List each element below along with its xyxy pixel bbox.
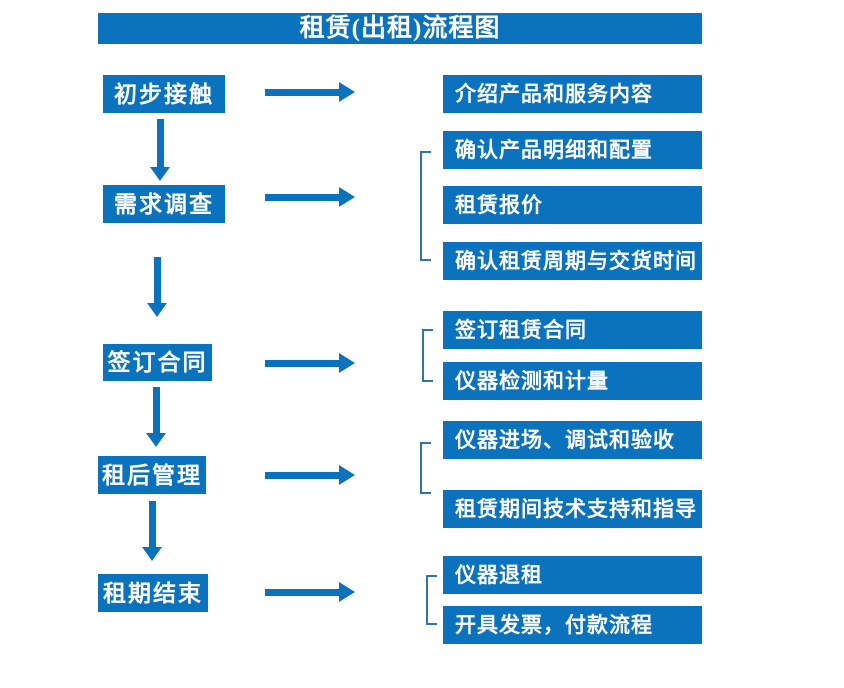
step-box-rental-end: 租期结束 [98, 574, 208, 612]
arrow-shaft [154, 257, 161, 304]
detail-box-invoice-payment: 开具发票，付款流程 [443, 606, 702, 644]
step-box-initial-contact: 初步接触 [103, 75, 225, 113]
detail-box-confirm-product-details: 确认产品明细和配置 [443, 131, 702, 169]
bracket-post-rental-group [420, 442, 431, 494]
arrow-shaft [153, 387, 160, 434]
detail-box-technical-support: 租赁期间技术支持和指导 [443, 490, 702, 528]
down-arrow-2 [147, 257, 167, 317]
right-arrow-5 [265, 582, 355, 602]
step-box-post-rental-management: 租后管理 [98, 456, 206, 494]
arrow-head-icon [150, 167, 170, 181]
right-arrow-3 [265, 353, 355, 373]
down-arrow-4 [142, 501, 162, 561]
bracket-demand-survey-group [420, 151, 431, 261]
detail-box-confirm-period-delivery: 确认租赁周期与交货时间 [443, 242, 702, 280]
arrow-head-icon [339, 82, 355, 102]
arrow-head-icon [339, 353, 355, 373]
detail-box-sign-rental-contract: 签订租赁合同 [443, 311, 702, 349]
detail-box-rental-quotation: 租赁报价 [443, 186, 702, 224]
arrow-shaft [265, 194, 341, 201]
arrow-head-icon [339, 582, 355, 602]
down-arrow-1 [150, 119, 170, 181]
bracket-rental-end-group [426, 575, 437, 625]
arrow-shaft [149, 501, 156, 548]
right-arrow-1 [265, 82, 355, 102]
arrow-shaft [157, 119, 164, 168]
arrow-shaft [265, 589, 341, 596]
step-box-sign-contract: 签订合同 [103, 344, 212, 381]
page-title: 租赁(出租)流程图 [98, 13, 702, 44]
down-arrow-3 [146, 387, 166, 447]
detail-box-instrument-setup-acceptance: 仪器进场、调试和验收 [443, 421, 702, 459]
arrow-shaft [265, 89, 341, 96]
arrow-head-icon [142, 547, 162, 561]
arrow-shaft [265, 472, 341, 479]
arrow-shaft [265, 360, 341, 367]
step-box-demand-survey: 需求调查 [103, 185, 225, 223]
bracket-sign-contract-group [422, 329, 433, 382]
arrow-head-icon [339, 187, 355, 207]
detail-box-introduce-products: 介绍产品和服务内容 [443, 75, 702, 113]
arrow-head-icon [146, 433, 166, 447]
detail-box-instrument-return: 仪器退租 [443, 556, 702, 594]
right-arrow-4 [265, 465, 355, 485]
arrow-head-icon [147, 303, 167, 317]
right-arrow-2 [265, 187, 355, 207]
detail-box-instrument-testing: 仪器检测和计量 [443, 362, 702, 400]
arrow-head-icon [339, 465, 355, 485]
